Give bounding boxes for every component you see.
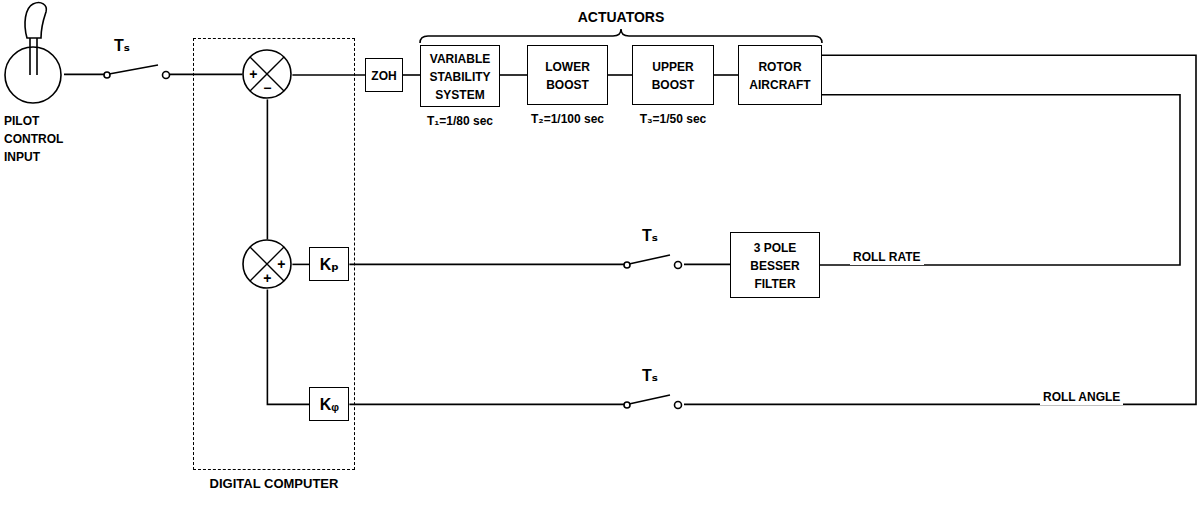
text-holder: +: [249, 66, 257, 83]
actuator-box: LOWER BOOSTT₂=1/100 sec: [527, 45, 608, 105]
block-label: ZOH: [371, 69, 396, 83]
signal-name: ROLL ANGLE: [1043, 390, 1120, 404]
actuator-box: VARIABLE STABILITY SYSTEMT₁=1/80 sec: [420, 45, 500, 107]
gain-box: Kₚ: [309, 247, 349, 281]
signal-line: [714, 74, 738, 76]
edge-label-holder: ROLL RATE: [850, 247, 924, 265]
sampler-switch: [104, 65, 170, 79]
text-holder: LOWER BOOST: [531, 57, 604, 93]
signal-line: [292, 264, 309, 266]
input-label: PILOT CONTROL INPUT: [4, 114, 63, 164]
label-holder: Tₛ: [642, 226, 658, 245]
summing-junction: ++: [242, 239, 292, 289]
text-holder: 3 POLE BESSER FILTER: [734, 238, 816, 292]
signal-line: [608, 74, 632, 76]
actuator-brace: [420, 29, 822, 43]
summing-junction: +−: [242, 49, 292, 99]
sign-mark: +: [249, 66, 257, 82]
signal-line: [267, 99, 269, 239]
text-holder: Kᵩ: [320, 395, 339, 414]
label-holder: ACTUATORS: [578, 8, 665, 26]
zoh-box: ZOH: [365, 58, 403, 92]
sampling-period: Tₛ: [114, 37, 130, 54]
signal-line: [500, 74, 527, 76]
computer-label: DIGITAL COMPUTER: [210, 476, 339, 491]
sign-mark: −: [263, 80, 271, 96]
label-holder: Tₛ: [114, 36, 130, 55]
text-holder: VARIABLE STABILITY SYSTEM: [424, 49, 496, 103]
text-holder: T₁=1/80 sec: [427, 111, 493, 129]
text-holder: UPPER BOOST: [636, 57, 710, 93]
edge-label-holder: ROLL ANGLE: [1040, 387, 1123, 405]
sign-mark: +: [263, 270, 271, 286]
time-constant: T₁=1/80 sec: [427, 114, 493, 128]
block-label: VARIABLE STABILITY SYSTEM: [429, 52, 490, 102]
text-holder: +: [277, 256, 285, 273]
aircraft-box: ROTOR AIRCRAFT: [738, 45, 822, 105]
block-label: LOWER BOOST: [545, 60, 590, 92]
signal-line: [349, 55, 1196, 404]
label-holder: Tₛ: [642, 366, 658, 385]
text-holder: T₃=1/50 sec: [640, 109, 707, 127]
sampling-period: Tₛ: [642, 227, 658, 244]
signal-line: [267, 289, 309, 404]
block-label: Kᵩ: [320, 396, 339, 413]
time-constant: T₂=1/100 sec: [531, 112, 604, 126]
block-label: Kₚ: [320, 256, 339, 273]
control-stick-drawing: [4, 0, 64, 105]
digital-computer-boundary: +−++KₚKᵩDIGITAL COMPUTER: [193, 38, 355, 470]
text-holder: ROTOR AIRCRAFT: [742, 57, 818, 93]
sampling-period: Tₛ: [642, 367, 658, 384]
text-holder: T₂=1/100 sec: [531, 109, 604, 127]
block-label: ROTOR AIRCRAFT: [749, 60, 810, 92]
group-heading: ACTUATORS: [578, 9, 665, 25]
text-holder: DIGITAL COMPUTER: [210, 474, 339, 492]
time-constant: T₃=1/50 sec: [640, 112, 707, 126]
signal-line: [403, 74, 420, 76]
text-holder: Kₚ: [320, 255, 339, 274]
sign-mark: +: [277, 256, 285, 272]
sampler-switch: [624, 255, 684, 269]
text-holder: −: [263, 80, 271, 97]
text-holder: PILOT CONTROL INPUT: [4, 111, 76, 165]
actuator-box: UPPER BOOSTT₃=1/50 sec: [632, 45, 714, 105]
signal-line: [820, 95, 1180, 265]
block-label: 3 POLE BESSER FILTER: [750, 241, 799, 291]
pilot-control-stick: PILOT CONTROL INPUT: [4, 0, 64, 105]
gain-box: Kᵩ: [309, 387, 349, 421]
filter-box: 3 POLE BESSER FILTER: [730, 232, 820, 298]
block-label: UPPER BOOST: [652, 60, 695, 92]
text-holder: ZOH: [371, 66, 396, 84]
sampler-switch: [624, 395, 684, 409]
signal-name: ROLL RATE: [853, 250, 921, 264]
text-holder: +: [263, 270, 271, 287]
